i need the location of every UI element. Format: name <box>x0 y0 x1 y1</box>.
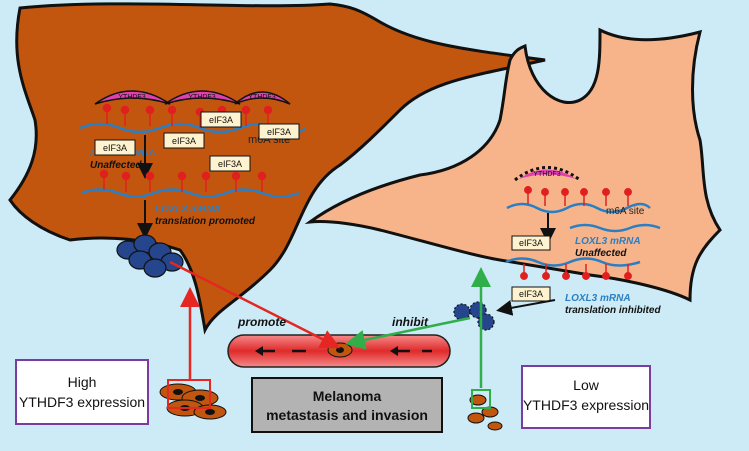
eif3a-label: eIF3A <box>267 127 291 137</box>
ythdf3-label: YTHDF3 <box>248 94 275 101</box>
eif3a-label: eIF3A <box>519 289 543 299</box>
high-m6a-sites-bottom <box>99 169 267 192</box>
high-expression-cell <box>8 2 546 335</box>
low-ythdf3-label: YTHDF3 <box>533 171 560 178</box>
eif3a-label: eIF3A <box>519 238 543 248</box>
low-expression-box <box>521 365 651 429</box>
high-translation-mrna-label: LOXL3 mRNA <box>155 204 221 215</box>
low-translation-label: translation inhibited <box>565 305 661 316</box>
eif3a-label: eIF3A <box>209 115 233 125</box>
high-box-line2: YTHDF3 expression <box>19 394 145 410</box>
vessel-left-arrow-icon <box>255 346 263 356</box>
low-mrna-strand-bottom <box>505 257 641 267</box>
outcome-box <box>251 377 443 433</box>
promote-line <box>169 260 341 349</box>
eif3a-box <box>94 139 136 156</box>
vessel-right-arrow-icon <box>390 346 398 356</box>
ythdf3-label: YTHDF3 <box>188 94 215 101</box>
low-mrna-strand-top <box>506 202 651 214</box>
ythdf3-protein <box>234 91 291 105</box>
ythdf3-protein <box>164 90 241 105</box>
high-cell-highlight <box>167 379 211 409</box>
low-translation-mrna-label: LOXL3 mRNA <box>565 293 631 304</box>
eif3a-label: eIF3A <box>172 136 196 146</box>
outcome-line1: Melanoma <box>313 388 382 404</box>
low-ythdf3-fill <box>519 169 576 179</box>
eif3a-label: eIF3A <box>218 159 242 169</box>
promote-label: promote <box>237 315 286 329</box>
low-box-line1: Low <box>573 377 600 393</box>
low-unaffected-label: Unaffected <box>575 248 627 259</box>
low-arrow-2 <box>496 299 556 316</box>
low-box-line2: YTHDF3 expression <box>523 397 649 413</box>
high-eif3a-boxes: eIF3A eIF3A eIF3A eIF3A eIF3A <box>94 111 300 172</box>
low-ythdf3-protein <box>514 166 581 182</box>
outcome-line2: metastasis and invasion <box>266 407 428 423</box>
high-cell-cluster-icon <box>159 379 227 420</box>
low-m6a-label: m6A site <box>606 206 645 217</box>
eif3a-box <box>209 155 251 172</box>
low-cell-highlight <box>471 389 491 409</box>
eif3a-box <box>511 235 551 251</box>
high-mrna-strand-bottom <box>81 188 301 198</box>
eif3a-box <box>511 286 551 302</box>
high-m6a-sites-top <box>102 103 273 128</box>
low-expression-cell <box>304 27 722 303</box>
inhibit-line <box>345 316 471 350</box>
low-m6a-sites-bottom <box>520 264 632 280</box>
high-unaffected-label: Unaffected <box>90 160 142 171</box>
eif3a-box <box>163 132 205 149</box>
eif3a-label: eIF3A <box>103 143 127 153</box>
high-translation-label: translation promoted <box>155 216 256 227</box>
inhibit-label: inhibit <box>392 315 429 329</box>
low-m6a-sites-top <box>524 186 632 206</box>
high-expression-box <box>15 359 149 425</box>
ythdf3-label: YTHDF3 <box>118 94 145 101</box>
high-ythdf3-group <box>94 90 291 105</box>
eif3a-box <box>200 111 242 128</box>
eif3a-box <box>258 123 300 140</box>
low-mrna-label: LOXL3 mRNA <box>575 236 641 247</box>
high-box-line1: High <box>68 374 97 390</box>
low-cell-cluster-icon <box>467 389 503 431</box>
ythdf3-protein <box>94 90 171 105</box>
low-mrna-strand-side <box>569 223 661 233</box>
